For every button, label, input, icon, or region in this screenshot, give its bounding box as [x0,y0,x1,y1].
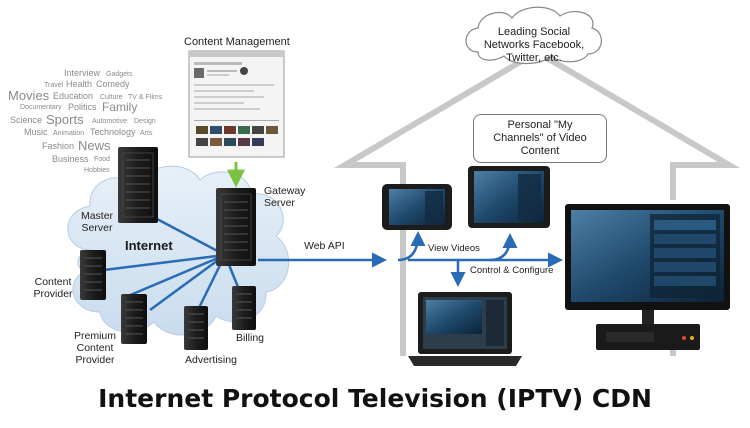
tag-design: Design [134,118,156,125]
tag-technology: Technology [90,127,136,137]
content-management-screenshot [188,50,285,158]
billing-server [232,286,256,330]
gateway-server-label: Gateway Server [264,185,306,209]
tag-business: Business [52,154,89,164]
tag-culture: Culture [100,94,123,101]
tag-automotive: Automotive [92,118,128,125]
tag-hobbies: Hobbies [84,167,110,174]
tag-travel: Travel [44,82,64,89]
tag-news: News [78,138,111,153]
link-content-provider [103,253,226,272]
advertising-server [184,306,208,350]
master-server-label: Master Server [80,210,114,234]
tag-education: Education [53,91,94,101]
control-configure-label: Control & Configure [470,265,554,276]
master-server [118,147,158,223]
advertising-label: Advertising [185,354,237,366]
tag-movies: Movies [8,88,50,103]
tag-animation: Animation [53,130,85,137]
tag-tv-films: TV & Films [128,94,163,101]
tag-music: Music [24,127,48,137]
billing-label: Billing [236,332,265,344]
tv-device [565,204,730,350]
link-premium-b [149,253,226,312]
laptop-device [408,292,522,366]
tag-interview: Interview [64,68,101,78]
small-tablet-device [382,184,452,230]
web-api-label: Web API [304,240,345,252]
tag-fashion: Fashion [42,141,75,151]
page-title: Internet Protocol Television (IPTV) CDN [98,384,652,413]
content-provider-label: Content Provider [33,276,73,300]
gateway-server [216,188,256,266]
premium-content-provider-label: Premium Content Provider [73,330,116,366]
social-cloud-shape [465,6,602,65]
view-videos-label: View Videos [428,243,480,254]
tag-comedy: Comedy [96,79,130,89]
tag-food: Food [94,156,110,163]
content-provider-server [80,250,106,300]
content-management-label: Content Management [184,36,290,48]
link-premium-a [127,253,226,298]
tag-arts: Arts [140,130,153,137]
tag-gadgets: Gadgets [106,71,133,78]
tag-family: Family [102,100,138,114]
tag-health: Health [66,79,93,89]
my-channels-box: Personal "My Channels" of Video Content [473,114,607,163]
distribution-arrows [397,231,563,287]
internet-label: Internet [125,238,173,253]
tag-sports: Sports [46,112,84,127]
social-networks-label: Leading Social Networks Facebook, Twitte… [483,26,585,64]
arrow-to-tablet-small [397,231,426,262]
tag-documentary: Documentary [20,104,62,111]
tag-politics: Politics [68,102,97,112]
tag-science: Science [10,115,43,125]
premium-content-provider-server [121,294,147,344]
large-tablet-device [468,166,550,228]
